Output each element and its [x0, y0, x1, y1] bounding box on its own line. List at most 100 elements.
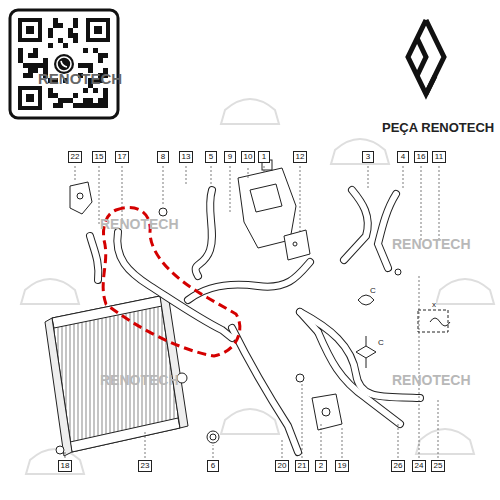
brand-logo: [408, 20, 444, 94]
drawing-part: [421, 166, 422, 240]
drawing-part: [366, 336, 367, 368]
drawing-part: [395, 269, 401, 275]
drawing-part: [282, 440, 283, 458]
drawing-part: [52, 296, 180, 452]
drawing-part: [58, 103, 63, 108]
qr-code: [10, 10, 118, 118]
drawing-part: [321, 424, 322, 458]
drawing-part: [83, 98, 88, 103]
drawing-part: [90, 22, 106, 38]
drawing-part: [302, 384, 303, 458]
coolant-hose: [90, 190, 420, 452]
drawing-part: [18, 18, 108, 108]
drawing-part: [232, 328, 298, 452]
drawing-part: [188, 262, 310, 300]
drawing-part: [88, 103, 93, 108]
drawing-part: [73, 18, 78, 23]
drawing-part: [48, 93, 53, 98]
drawing-part: [73, 23, 78, 28]
drawing-part: [63, 43, 68, 48]
drawing-part: [93, 103, 98, 108]
drawing-part: [103, 103, 108, 108]
drawing-part: [33, 68, 38, 73]
drawing-part: [88, 63, 93, 68]
watermark: RENOTECH: [392, 372, 471, 388]
callout-number: 22: [68, 151, 82, 163]
drawing-part: [418, 310, 448, 332]
callout-number: 24: [413, 461, 425, 470]
callout-number: 15: [92, 151, 106, 163]
callout-number: 25: [431, 460, 445, 472]
drawing-part: [73, 103, 78, 108]
callout-number: 9: [224, 151, 236, 163]
drawing-part: [98, 98, 103, 103]
drawing-part: [18, 18, 110, 110]
callout-number: 19: [336, 461, 348, 470]
callout-number: 26: [391, 460, 405, 472]
callout-number: 22: [69, 152, 81, 161]
drawing-part: [68, 98, 73, 103]
drawing-part: [88, 98, 93, 103]
callout-number: 5: [205, 151, 217, 163]
drawing-part: [22, 22, 38, 38]
callout-number: 18: [58, 460, 72, 472]
drawing-part: [213, 445, 214, 458]
drawing-part: [53, 103, 58, 108]
drawing-part: [296, 374, 304, 382]
callout-number: 5: [206, 152, 216, 161]
drawing-part: [93, 48, 98, 53]
drawing-part: [207, 431, 219, 443]
drawing-part: [48, 43, 53, 48]
drawing-part: [83, 48, 88, 53]
callout-number: 6: [207, 460, 219, 472]
callout-number: 21: [296, 461, 308, 470]
drawing-part: [99, 166, 100, 225]
callout-number: 3: [363, 152, 373, 161]
clamp-detail: [356, 295, 450, 368]
drawing-part: [61, 61, 67, 67]
drawing-part: [65, 450, 66, 458]
drawing-part: [26, 449, 84, 474]
drawing-part: [23, 73, 28, 78]
callout-number: 12: [293, 151, 307, 163]
callout-number: 4: [398, 152, 408, 161]
callout-number: 8: [157, 151, 169, 163]
drawing-part: [322, 408, 330, 416]
drawing-part: [103, 93, 108, 98]
drawing-part: [56, 446, 64, 454]
callout-number: 19: [335, 460, 349, 472]
callout-number: 23: [139, 461, 151, 470]
drawing-part: [342, 426, 343, 458]
drawing-part: [58, 23, 63, 28]
drawing-part: [300, 166, 301, 232]
drawing-part: [58, 38, 63, 43]
callout-number: 26: [392, 461, 404, 470]
drawing-part: [22, 90, 38, 106]
callout-number: 2: [315, 460, 327, 472]
callout-number: 1: [259, 152, 269, 161]
drawing-part: [90, 236, 98, 280]
drawing-part: [28, 68, 33, 73]
callout-number: 17: [116, 152, 128, 161]
detail-letter: C: [378, 338, 384, 347]
drawing-part: [436, 279, 494, 304]
drawing-part: [356, 346, 376, 358]
callout-number: 13: [180, 152, 192, 161]
drawing-part: [94, 26, 102, 34]
drawing-part: [98, 103, 103, 108]
watermark: RENOTECH: [38, 70, 122, 87]
drawing-part: [78, 63, 83, 68]
callout-number: 24: [412, 460, 426, 472]
callout-number: 8: [158, 152, 168, 161]
drawing-part: [33, 48, 38, 53]
drawing-part: [57, 57, 71, 71]
drawing-part: [344, 190, 368, 260]
drawing-part: [145, 430, 146, 458]
drawing-part: [103, 98, 108, 103]
callout-number: 23: [138, 460, 152, 472]
drawing-part: [18, 86, 42, 110]
callout-number: 4: [397, 151, 409, 163]
drawing-part: [318, 332, 400, 424]
callout-number: 15: [93, 152, 105, 161]
callout-number: 10: [241, 151, 255, 163]
